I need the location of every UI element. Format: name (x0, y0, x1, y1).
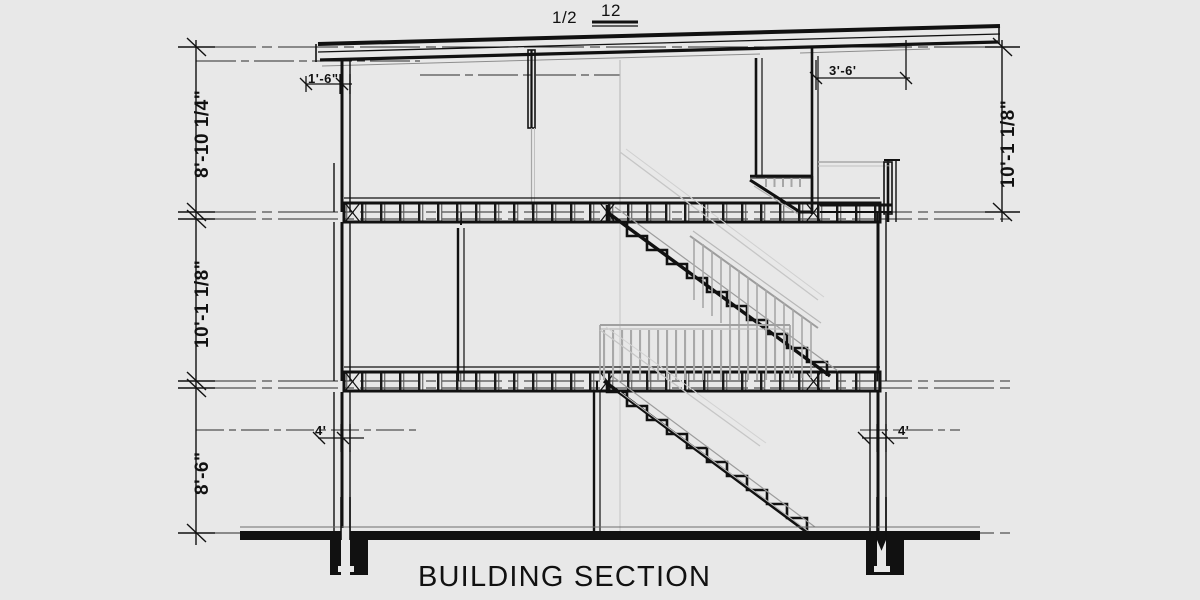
dim-right-overall-height: 10'-1 1/8" (998, 99, 1019, 188)
dim-left-footing-offset: 4' (315, 423, 327, 438)
landing-guardrail (599, 324, 791, 380)
upper-right-soffit-bulkhead (749, 174, 814, 215)
exterior-walls (333, 58, 900, 534)
dim-right-footing-offset: 4' (898, 423, 910, 438)
dimension-witness-lines (178, 37, 1020, 545)
stair-diagonal-guide-upper (599, 148, 825, 447)
spot-dimension-marks (299, 40, 913, 452)
ceiling-hanger-post (527, 49, 536, 210)
dim-left-eave-overhang: 1'-6" (308, 71, 339, 86)
pitch-run-label: 12 (601, 1, 621, 20)
interior-partitions (456, 48, 819, 534)
right-footing (866, 497, 904, 575)
left-footing (330, 497, 368, 578)
grid-extension-lines (196, 46, 1010, 534)
pitch-rise-label: 1/2 (552, 8, 578, 27)
dim-main-floor-height: 10'-1 1/8" (192, 259, 213, 348)
dim-right-soffit-width: 3'-6' (829, 63, 857, 78)
dim-upper-floor-height: 8'-10 1/4" (192, 89, 213, 178)
ground-slab (240, 526, 980, 540)
drawing-title: BUILDING SECTION (418, 561, 712, 593)
stair-run-lower (602, 375, 816, 535)
upper-right-deck-rail (818, 161, 893, 215)
roof-pitch-symbol (592, 20, 638, 27)
dim-lower-floor-height: 8'-6" (192, 451, 213, 496)
roof-assembly (315, 24, 1001, 67)
